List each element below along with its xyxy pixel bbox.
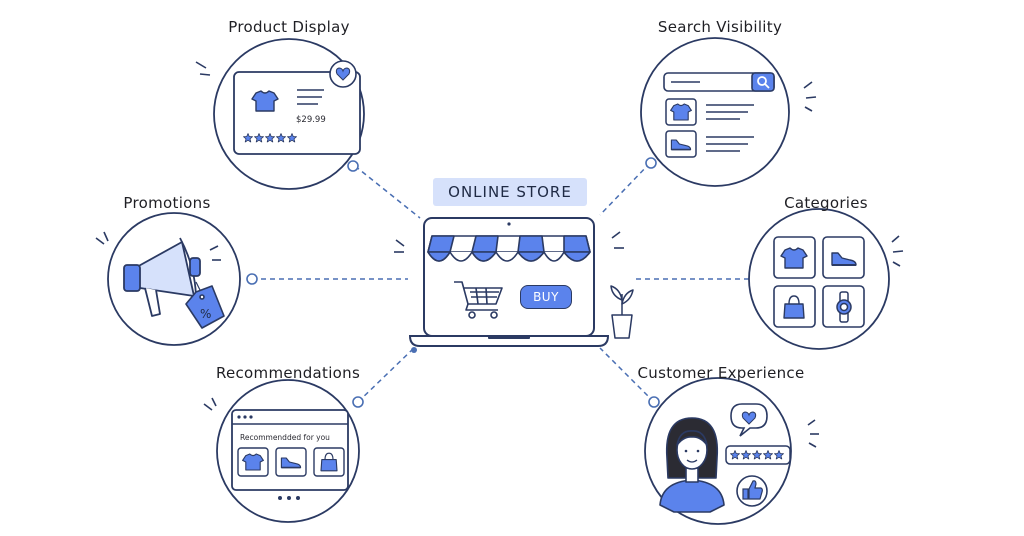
connector-customer-experience bbox=[599, 347, 655, 403]
node-categories bbox=[748, 208, 904, 350]
product-price: $29.99 bbox=[296, 115, 326, 125]
node-label-recommendations: Recommendations bbox=[215, 364, 361, 382]
node-label-customer-experience: Customer Experience bbox=[637, 364, 805, 382]
node-recommendations bbox=[203, 379, 360, 523]
node-customer-experience bbox=[644, 377, 819, 525]
sparkle-icon bbox=[195, 61, 211, 76]
tshirt-icon bbox=[242, 453, 264, 471]
node-promotions: % bbox=[95, 212, 241, 346]
connector-search-visibility bbox=[599, 162, 651, 216]
connectors bbox=[252, 162, 766, 403]
shopping-cart-icon bbox=[454, 281, 503, 319]
sparkle-icon bbox=[807, 419, 819, 448]
node-search-visibility bbox=[640, 37, 817, 187]
node-label-search-visibility: Search Visibility bbox=[657, 18, 783, 36]
heart-bubble-icon bbox=[730, 403, 768, 437]
result-lines-icon bbox=[706, 104, 754, 152]
sparkle-icon bbox=[95, 231, 221, 261]
watch-icon bbox=[836, 291, 852, 323]
sparkle-icon bbox=[803, 81, 817, 112]
connector-product-display bbox=[354, 165, 421, 219]
laptop-base bbox=[408, 335, 610, 347]
svg-text:%: % bbox=[200, 307, 211, 321]
node-label-categories: Categories bbox=[784, 194, 868, 212]
search-icon bbox=[757, 76, 770, 89]
heart-icon bbox=[335, 67, 351, 81]
node-label-promotions: Promotions bbox=[123, 194, 211, 212]
awning-icon bbox=[427, 235, 591, 262]
laptop-store-hub bbox=[394, 217, 634, 347]
sparkle-icon bbox=[394, 231, 624, 253]
sparkle-icon bbox=[203, 397, 217, 411]
rating-stars-icon bbox=[725, 445, 791, 465]
customer-avatar-icon bbox=[659, 417, 725, 513]
plant-icon bbox=[610, 285, 634, 339]
pagination-dots-icon bbox=[278, 496, 300, 500]
buy-button[interactable]: BUY bbox=[520, 285, 572, 309]
hub-title: ONLINE STORE bbox=[433, 178, 587, 206]
tshirt-icon bbox=[780, 247, 808, 269]
discount-tag-icon: % bbox=[185, 281, 225, 329]
tshirt-icon bbox=[670, 103, 692, 121]
tshirt-icon bbox=[251, 90, 279, 112]
recommendations-panel-title: Recommendded for you bbox=[240, 433, 330, 442]
sparkle-icon bbox=[891, 235, 904, 267]
thumbs-up-icon bbox=[736, 475, 768, 507]
node-product-display bbox=[195, 38, 365, 190]
connector-recommendations bbox=[357, 347, 415, 403]
node-label-product-display: Product Display bbox=[228, 18, 350, 36]
text-lines-icon bbox=[297, 89, 324, 105]
